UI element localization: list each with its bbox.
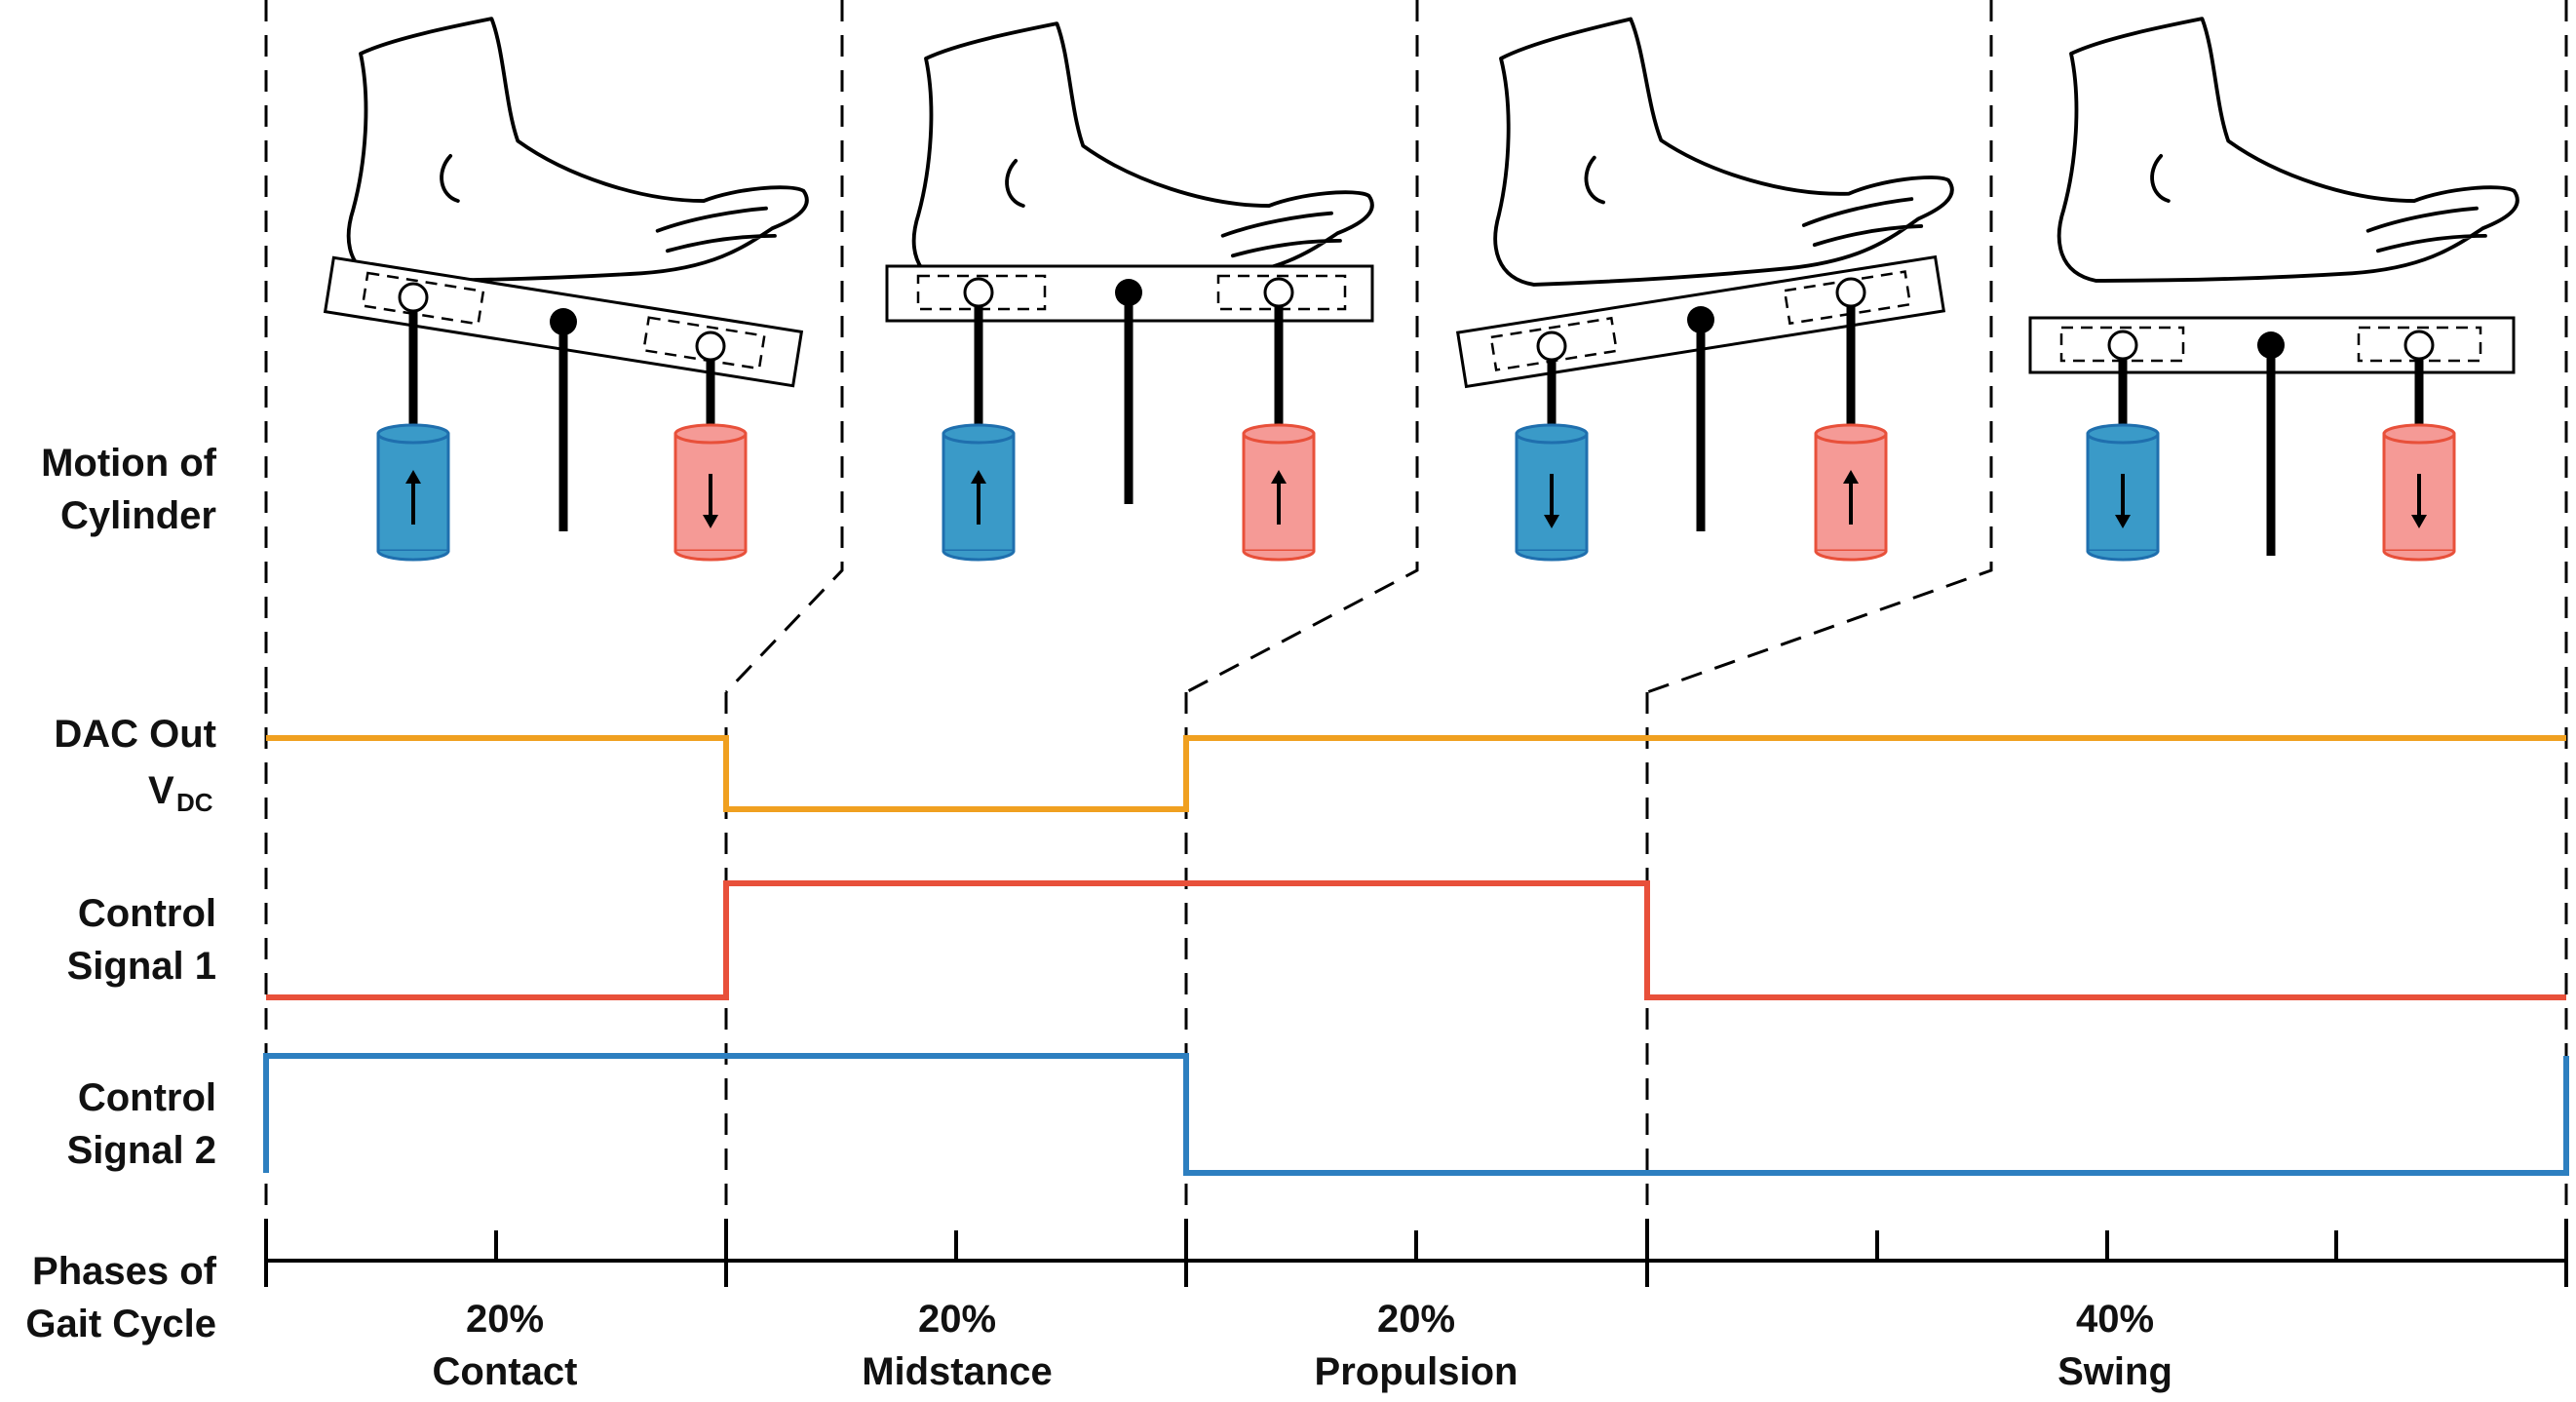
top-separators bbox=[264, 0, 2568, 694]
phase-propulsion-percent: 20% bbox=[1377, 1298, 1455, 1341]
red-cylinder bbox=[673, 423, 748, 562]
control-signal-1-waveform bbox=[266, 880, 2566, 1000]
control-signal-2-waveform bbox=[263, 1053, 2569, 1176]
red-cylinder bbox=[1242, 423, 1316, 562]
cs1-label-line1: Control bbox=[78, 892, 216, 935]
phase-contact-name: Contact bbox=[433, 1350, 578, 1393]
dac-label-subscript: DC bbox=[176, 788, 213, 817]
phases-label-line2: Gait Cycle bbox=[25, 1303, 216, 1345]
blue-cylinder bbox=[942, 423, 1016, 562]
motion-label-line2: Cylinder bbox=[60, 494, 216, 537]
dac-label-line1: DAC Out bbox=[54, 713, 216, 756]
dashed-divider-3 bbox=[1185, 0, 1419, 694]
phase-swing-percent: 40% bbox=[2076, 1298, 2154, 1341]
red-cylinder bbox=[2382, 423, 2456, 562]
panel-swing bbox=[2028, 17, 2519, 562]
foot-icon bbox=[346, 17, 809, 283]
panel-propulsion bbox=[1455, 6, 1957, 562]
cs2-label-line2: Signal 2 bbox=[67, 1129, 216, 1172]
red-cylinder bbox=[1814, 423, 1888, 562]
dashed-divider-4 bbox=[1646, 0, 1993, 694]
cs2-label-line1: Control bbox=[78, 1076, 216, 1119]
phase-swing-name: Swing bbox=[2057, 1350, 2172, 1393]
phase-propulsion-name: Propulsion bbox=[1315, 1350, 1519, 1393]
dac-out-waveform bbox=[266, 735, 2566, 812]
blue-cylinder bbox=[376, 423, 450, 562]
foot-icon bbox=[911, 21, 1374, 288]
foot-icon bbox=[1485, 6, 1957, 289]
panel-contact bbox=[323, 17, 809, 562]
signal-separators bbox=[264, 692, 2568, 1253]
phase-midstance-name: Midstance bbox=[862, 1350, 1053, 1393]
blue-cylinder bbox=[2086, 423, 2160, 562]
foot-icon bbox=[2057, 17, 2519, 283]
phase-contact-percent: 20% bbox=[466, 1298, 544, 1341]
dac-label-v: V bbox=[148, 769, 174, 812]
blue-cylinder bbox=[1515, 423, 1589, 562]
dashed-divider-2 bbox=[724, 0, 844, 694]
gait-phase-axis bbox=[264, 1219, 2568, 1287]
phase-midstance-percent: 20% bbox=[918, 1298, 996, 1341]
cs1-label-line2: Signal 1 bbox=[67, 945, 216, 988]
phases-label-line1: Phases of bbox=[32, 1250, 217, 1293]
panel-midstance bbox=[885, 21, 1374, 562]
motion-label-line1: Motion of bbox=[41, 442, 217, 485]
